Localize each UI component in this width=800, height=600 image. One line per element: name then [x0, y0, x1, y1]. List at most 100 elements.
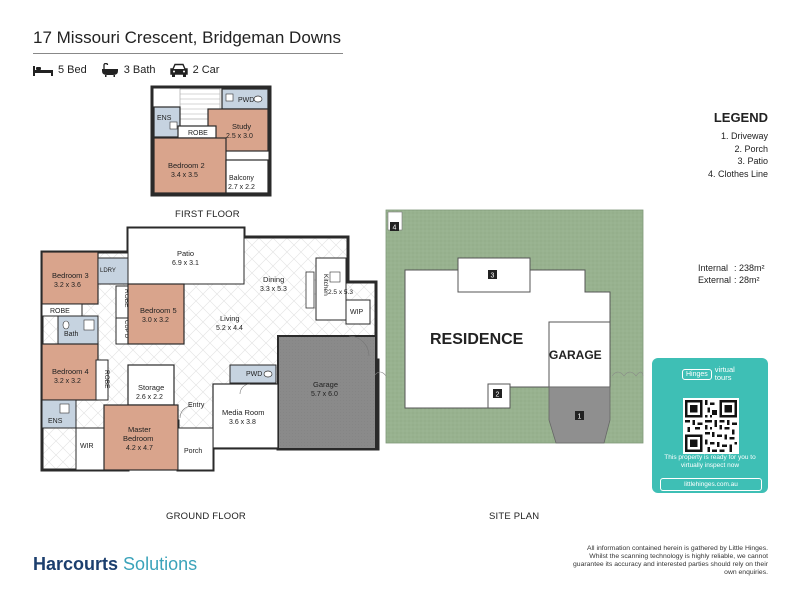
legend-item: 2. Porch: [734, 143, 768, 154]
site-garage-label: GARAGE: [549, 348, 602, 362]
balcony-label: Balcony: [229, 175, 254, 182]
storage-label: Storage: [138, 383, 164, 392]
ens-top-label: ENS: [157, 115, 172, 122]
tour-message: This property is ready for you to virtua…: [664, 454, 756, 469]
disclaimer: All information contained herein is gath…: [573, 545, 768, 576]
robe-b3-label: ROBE: [50, 308, 70, 315]
tour-logo-line2: tours: [714, 373, 732, 382]
feature-car: 2 Car: [169, 63, 220, 77]
marker-porch: [493, 389, 502, 398]
porch-label: Porch: [184, 448, 202, 455]
first-floor-caption: FIRST FLOOR: [175, 209, 240, 220]
marker-driveway: [575, 411, 584, 420]
garage-label: Garage: [313, 380, 338, 389]
pwd-top-label: PWD: [238, 97, 254, 104]
legend-item: 1. Driveway: [720, 131, 768, 141]
tour-logo-line1: virtual: [714, 365, 735, 374]
first-floor-plan: PWD ENS Study 2.5 x 3.0 ROBE Bedroom 2 3…: [150, 85, 272, 197]
master-label-2: Bedroom: [123, 434, 153, 443]
property-address: 17 Missouri Crescent, Bridgeman Downs: [33, 28, 342, 47]
bedroom3-dim: 3.2 x 3.6: [54, 282, 81, 289]
study-dim: 2.5 x 3.0: [226, 133, 253, 140]
tour-url-link[interactable]: littlehinges.com.au: [660, 478, 762, 491]
dining-dim: 3.3 x 5.3: [260, 286, 287, 293]
area-internal: Internal : 238m²: [698, 262, 765, 274]
master-label: Master: [128, 425, 151, 434]
legend-item: 3. Patio: [737, 156, 768, 166]
feature-bed: 5 Bed: [33, 64, 87, 76]
bedroom5-label: Bedroom 5: [140, 306, 177, 315]
agency-logo-bold: Harcourts: [33, 554, 119, 574]
feature-bed-label: 5 Bed: [58, 64, 87, 76]
site-plan-caption: SITE PLAN: [489, 511, 539, 522]
bath-label: Bath: [64, 331, 79, 338]
master-dim: 4.2 x 4.7: [126, 445, 153, 452]
dining-label: Dining: [263, 275, 284, 284]
study-label: Study: [232, 122, 251, 131]
area-label: Internal: [698, 263, 729, 273]
patio-label: Patio: [177, 249, 194, 258]
tour-logo: Hinges virtual tours: [682, 366, 735, 382]
area-summary: Internal : 238m² External : 28m²: [698, 262, 765, 286]
ground-floor-plan: Patio 6.9 x 3.1 Kitchen 2.5 x 5.3 Dining…: [40, 226, 380, 472]
qr-code-icon: [685, 400, 737, 452]
media-room-dim: 3.6 x 3.8: [229, 419, 256, 426]
legend-list: 1. Driveway 2. Porch 3. Patio 4. Clothes…: [708, 130, 768, 180]
laundry-label: LDRY: [100, 268, 116, 274]
marker-2-label: 2: [496, 392, 500, 399]
marker-3-label: 3: [491, 273, 495, 280]
ens-ground-label: ENS: [48, 418, 63, 425]
feature-bar: 5 Bed 3 Bath 2 Car: [33, 62, 233, 78]
bedroom3-label: Bedroom 3: [52, 271, 89, 280]
robe-b4-label: ROBE: [103, 370, 110, 389]
bath-icon: [101, 63, 118, 77]
site-residence-label: RESIDENCE: [430, 331, 524, 348]
bedroom2-dim: 3.4 x 3.5: [171, 172, 198, 179]
area-external: External : 28m²: [698, 274, 765, 286]
qr-code[interactable]: [683, 398, 739, 454]
wip-label: WIP: [350, 309, 364, 316]
legend-item: 4. Clothes Line: [707, 168, 768, 179]
pwd-ground-label: PWD: [246, 371, 262, 378]
bedroom4-label: Bedroom 4: [52, 367, 89, 376]
agency-logo: Harcourts Solutions: [33, 554, 197, 575]
storage-dim: 2.6 x 2.2: [136, 394, 163, 401]
stairs: [179, 88, 221, 120]
marker-4-label: 4: [393, 225, 397, 232]
cupboard-label: CUP'D: [123, 320, 129, 339]
marker-patio: [488, 270, 497, 279]
robe-top-label: ROBE: [188, 130, 208, 137]
bedroom4-dim: 3.2 x 3.2: [54, 378, 81, 385]
area-value: : 238m²: [734, 263, 765, 273]
media-room-label: Media Room: [222, 408, 265, 417]
bedroom5-dim: 3.0 x 3.2: [142, 317, 169, 324]
living-dim: 5.2 x 4.4: [216, 325, 243, 332]
area-label: External: [698, 275, 732, 285]
feature-bath: 3 Bath: [101, 63, 156, 77]
entry-label: Entry: [188, 402, 205, 409]
legend-title: LEGEND: [713, 110, 768, 125]
marker-clothes-line: [390, 222, 399, 231]
ground-floor-caption: GROUND FLOOR: [166, 511, 246, 522]
robe-b5-label: ROBE: [123, 289, 130, 308]
tour-logo-text: virtual tours: [715, 366, 735, 382]
area-value: : 28m²: [734, 275, 760, 285]
agency-logo-light: Solutions: [123, 554, 198, 574]
feature-bath-label: 3 Bath: [123, 64, 156, 76]
patio-dim: 6.9 x 3.1: [172, 260, 199, 267]
virtual-tour-card[interactable]: Hinges virtual tours This property is re…: [652, 358, 768, 493]
balcony-dim: 2.7 x 2.2: [228, 184, 255, 191]
garage-dim: 5.7 x 6.0: [311, 391, 338, 398]
title-divider: [33, 53, 343, 54]
site-plan: RESIDENCE GARAGE 1 2 3 4: [373, 209, 644, 444]
bed-icon: [33, 66, 53, 76]
tour-logo-brand: Hinges: [682, 368, 712, 380]
marker-1-label: 1: [578, 414, 582, 421]
feature-car-label: 2 Car: [192, 64, 220, 76]
kitchen-label: Kitchen: [322, 274, 329, 296]
wir-label: WIR: [80, 443, 94, 450]
kitchen-dim: 2.5 x 5.3: [328, 289, 353, 296]
bedroom2-label: Bedroom 2: [168, 161, 205, 170]
living-label: Living: [220, 314, 240, 323]
